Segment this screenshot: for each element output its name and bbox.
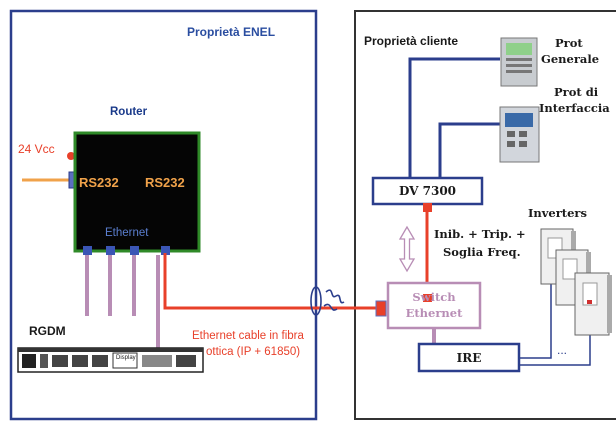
router-box [73,131,201,253]
rgdm-device [17,347,204,373]
double-arrow [398,225,416,273]
switch-box [386,281,482,330]
router-port-left-label: RS232 [79,175,119,190]
dv7300-box [371,176,484,206]
ire-inverter-line-1 [519,283,552,359]
rgdm-title: RGDM [29,324,66,338]
cliente-title: Proprietà cliente [364,34,459,48]
router-port-3 [130,246,139,255]
router-ethernet-label: Ethernet [105,227,149,239]
fiber-coil [310,286,345,316]
prot-interfaccia-line2: Interfaccia [539,101,610,115]
line-prot-interfaccia [438,122,503,178]
switch-label-line2: Ethernet [405,306,463,320]
switch-label-line1: Switch [412,290,456,304]
switch-port-left [375,300,387,317]
line-prot-generale [408,57,500,178]
switch-port-top [423,294,432,302]
prot-generale-line1: Prot [555,36,583,50]
prot-interfaccia-device [499,106,540,163]
fiber-cable [163,253,370,310]
enel-section-frame [9,9,318,421]
inverters-ellipsis: ... [557,343,568,357]
router-port-right-label: RS232 [145,175,185,190]
router-port-1 [83,246,92,255]
cable-label-line1: Ethernet cable in fibra [192,330,304,342]
rgdm-display-label: Display [116,355,136,361]
signal-label-line2: Soglia Freq. [443,245,521,259]
prot-interfaccia-line1: Prot di [554,85,599,99]
enel-title: Proprietà ENEL [187,25,276,39]
prot-generale-device [500,37,538,87]
dv7300-label: DV 7300 [398,184,457,198]
prot-generale-line2: Generale [541,52,600,66]
router-port-4 [161,246,170,255]
ire-inverter-line-2 [519,335,591,366]
power-label: 24 Vcc [18,142,55,156]
dv-port [423,203,432,212]
signal-label-line1: Inib. + Trip. + [434,227,526,241]
inverters-label: Inverters [528,206,587,220]
ire-label: IRE [456,350,482,365]
router-title: Router [110,106,148,118]
cliente-section-frame [354,10,616,420]
inverter-3 [574,272,612,336]
cable-label-line2: ottica (IP + 61850) [206,346,301,358]
power-dot [67,152,75,160]
router-port-2 [106,246,115,255]
